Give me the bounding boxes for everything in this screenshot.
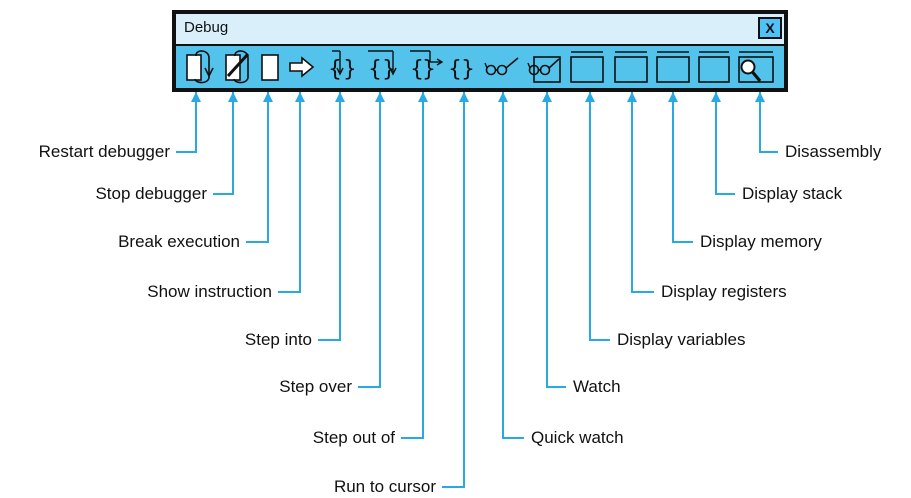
watch-icon — [527, 56, 561, 83]
run-to-cursor-button[interactable]: { } — [446, 46, 476, 88]
step-into-icon: { } — [328, 50, 354, 82]
stop-debugger-button[interactable] — [220, 46, 254, 88]
show-instruction-button[interactable] — [286, 46, 318, 88]
leader-break — [246, 92, 269, 243]
label-show-instruction: Show instruction — [147, 282, 272, 301]
step-over-icon: { } — [368, 50, 397, 82]
leader-disassembly — [759, 92, 778, 153]
svg-text:{: { — [448, 57, 462, 82]
debug-window: Debug X — [172, 10, 788, 92]
step-into-button[interactable]: { } — [326, 46, 354, 88]
title-bar: Debug X — [176, 14, 784, 44]
leader-restart — [176, 92, 197, 153]
leader-show-instruction — [278, 92, 301, 293]
leader-watch — [546, 92, 566, 388]
break-execution-icon — [261, 54, 279, 81]
display-variables-button[interactable] — [568, 46, 606, 88]
label-display-stack: Display stack — [742, 184, 843, 203]
label-step-out: Step out of — [312, 428, 395, 447]
label-stop-debugger: Stop debugger — [95, 184, 207, 203]
leader-stop — [213, 92, 234, 195]
svg-text:{: { — [368, 57, 382, 82]
quick-watch-icon — [484, 57, 519, 76]
step-out-icon: { } — [410, 50, 444, 82]
run-to-cursor-icon: { } — [448, 57, 475, 82]
label-step-into: Step into — [244, 330, 312, 349]
watch-button[interactable] — [524, 46, 564, 88]
display-registers-icon — [614, 51, 648, 83]
disassembly-icon — [738, 51, 774, 83]
display-stack-button[interactable] — [696, 46, 732, 88]
label-step-over: Step over — [279, 377, 352, 396]
leader-run-to-cursor — [442, 92, 465, 488]
quick-watch-button[interactable] — [482, 46, 522, 88]
leader-quick-watch — [502, 92, 524, 439]
label-disassembly: Disassembly — [785, 142, 882, 161]
display-memory-icon — [656, 51, 690, 83]
leader-step-over — [358, 92, 381, 388]
label-display-variables: Display variables — [617, 330, 746, 349]
window-title: Debug — [184, 19, 229, 36]
svg-text:{: { — [328, 57, 342, 82]
disassembly-button[interactable] — [736, 46, 780, 88]
debug-toolbar: { } { } { } — [176, 46, 784, 88]
svg-text:}: } — [343, 57, 354, 82]
step-out-button[interactable]: { } — [408, 46, 444, 88]
svg-text:}: } — [422, 57, 436, 82]
leader-step-out — [401, 92, 424, 439]
show-instruction-icon — [289, 56, 315, 78]
svg-text:{: { — [410, 57, 424, 82]
step-over-button[interactable]: { } — [366, 46, 398, 88]
leader-display-registers — [631, 92, 654, 293]
leader-step-into — [318, 92, 341, 341]
display-stack-icon — [698, 51, 730, 83]
break-execution-button[interactable] — [258, 46, 282, 88]
label-quick-watch: Quick watch — [531, 428, 624, 447]
display-variables-icon — [570, 51, 604, 83]
leader-display-stack — [715, 92, 735, 195]
svg-text:}: } — [461, 57, 475, 82]
label-display-registers: Display registers — [661, 282, 787, 301]
restart-debugger-icon — [186, 50, 214, 84]
display-registers-button[interactable] — [612, 46, 650, 88]
label-watch: Watch — [573, 377, 621, 396]
label-break-execution: Break execution — [118, 232, 240, 251]
close-button[interactable]: X — [758, 17, 782, 39]
label-run-to-cursor: Run to cursor — [333, 477, 436, 496]
label-display-memory: Display memory — [700, 232, 822, 251]
stop-debugger-icon — [225, 50, 250, 84]
restart-debugger-button[interactable] — [182, 46, 216, 88]
leader-display-memory — [672, 92, 693, 243]
label-restart-debugger: Restart debugger — [38, 142, 170, 161]
display-memory-button[interactable] — [654, 46, 692, 88]
leader-display-variables — [589, 92, 610, 341]
